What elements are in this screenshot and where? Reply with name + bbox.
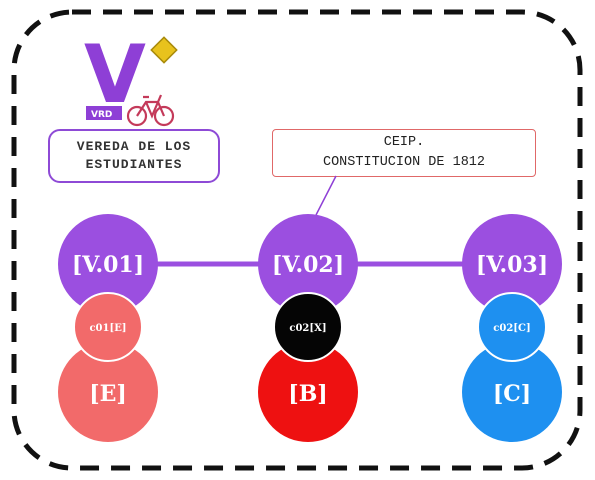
route-node[interactable]: [V.03] c02[C] [C] (462, 214, 562, 442)
bottom-label: [C] (493, 381, 531, 407)
bottom-circle (258, 342, 358, 442)
sub-label: c02[X] (289, 323, 326, 334)
node-label: [V.02] (272, 252, 344, 278)
top-circle (462, 214, 562, 314)
bottom-circle (58, 342, 158, 442)
node-label: [V.03] (476, 252, 548, 278)
bottom-label: [B] (288, 381, 327, 407)
sub-circle (477, 292, 547, 362)
top-circle (58, 214, 158, 314)
route-node[interactable]: [V.02] c02[X] [B] (258, 214, 358, 442)
top-circle (258, 214, 358, 314)
sub-circle (73, 292, 143, 362)
sub-label: c01[E] (89, 323, 126, 334)
route-node[interactable]: [V.01] c01[E] [E] (58, 214, 158, 442)
school-label-line1: CEIP. (383, 135, 425, 150)
logo-tag-background (86, 106, 122, 120)
vereda-label-line1: VEREDA DE LOS (76, 139, 192, 154)
school-label: CEIP. CONSTITUCION DE 1812 (272, 129, 536, 177)
vereda-logo: V VRD (84, 36, 178, 127)
bottom-circle (462, 342, 562, 442)
bottom-label: [E] (89, 381, 127, 407)
logo-tag: VRD (91, 110, 112, 120)
callout-connector (315, 175, 337, 216)
vereda-label-line2: ESTUDIANTES (85, 157, 183, 172)
vereda-label: VEREDA DE LOS ESTUDIANTES (48, 129, 220, 183)
sub-circle (273, 292, 343, 362)
sub-label: c02[C] (493, 323, 530, 334)
bicycle-icon (126, 94, 175, 127)
road-sign-icon (150, 36, 178, 64)
school-label-line2: CONSTITUCION DE 1812 (322, 155, 486, 170)
node-label: [V.01] (72, 252, 144, 278)
